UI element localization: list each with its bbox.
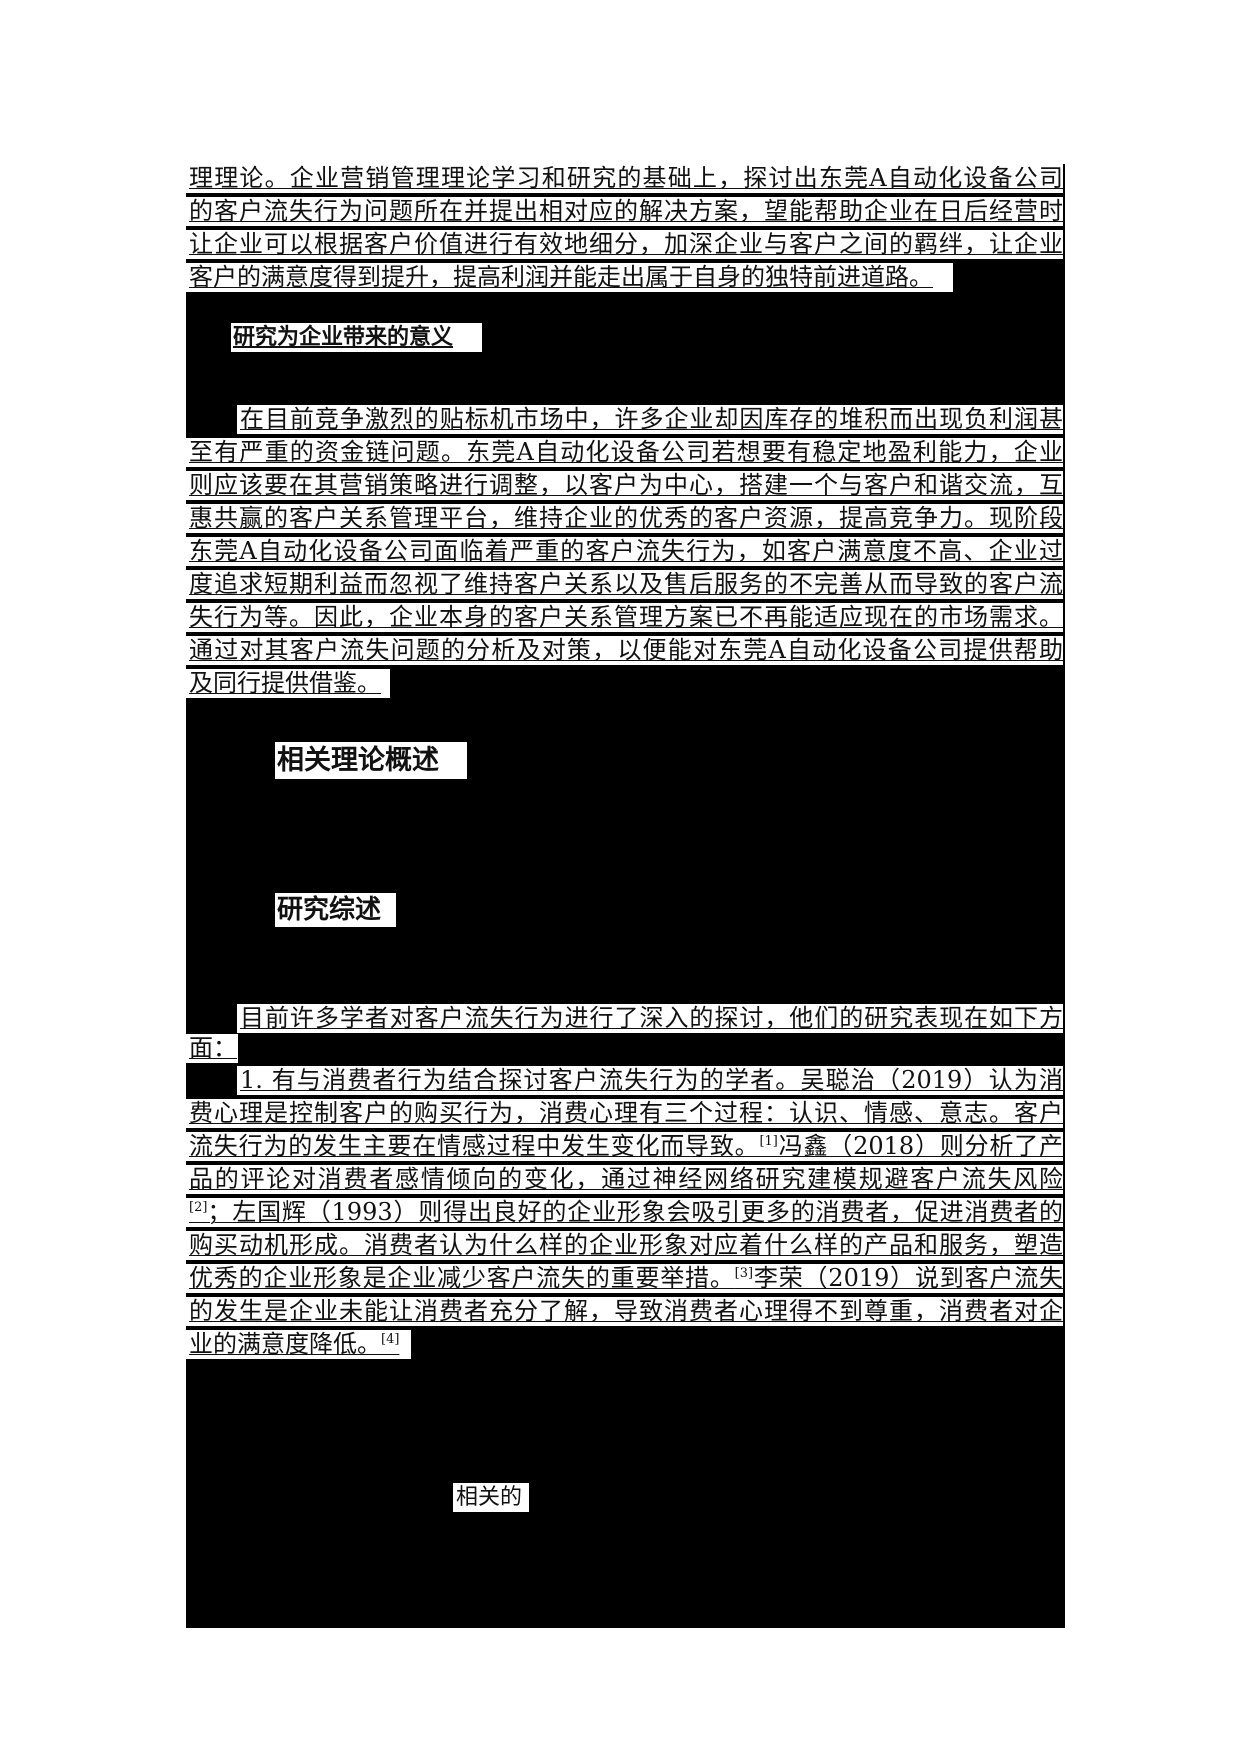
paragraph-line: 在目前竞争激烈的贴标机市场中，许多企业却因库存的堆积而出现负利润甚 <box>237 405 1063 434</box>
paragraph-line: 至有严重的资金链问题。东莞A自动化设备公司若想要有稳定地盈利能力，企业 <box>186 438 1063 467</box>
line-text: 李荣（2019）说到客户流失 <box>753 1264 1063 1292</box>
paragraph-line: 让企业可以根据客户价值进行有效地细分，加深企业与客户之间的羁绊，让企业 <box>186 230 1063 259</box>
paragraph-line: 理理论。企业营销管理理论学习和研究的基础上，探讨出东莞A自动化设备公司 <box>186 164 1063 193</box>
paragraph-line: 则应该要在其营销策略进行调整，以客户为中心，搭建一个与客户和谐交流，互 <box>186 471 1063 500</box>
citation-ref[interactable]: [4] <box>381 1332 400 1347</box>
line-text: ；左国辉（1993）则得出良好的企业形象会吸引更多的消费者，促进消费者的 <box>207 1198 1063 1226</box>
paragraph-line: 购买动机形成。消费者认为什么样的企业形象对应着什么样的产品和服务，塑造 <box>186 1231 1063 1260</box>
paragraph-line: 业的满意度降低。[4] <box>186 1330 411 1359</box>
citation-ref[interactable]: [1] <box>759 1134 778 1149</box>
line-text: 优秀的企业形象是企业减少客户流失的重要举措。 <box>189 1264 735 1292</box>
paragraph-line: 目前许多学者对客户流失行为进行了深入的探讨，他们的研究表现在如下方 <box>237 1004 1063 1033</box>
paragraph-line: 及同行提供借鉴。 <box>186 669 390 698</box>
section-heading-review: 研究综述 <box>275 893 396 927</box>
paragraph-line: 的发生是企业未能让消费者充分了解，导致消费者心理得不到尊重，消费者对企 <box>186 1297 1063 1326</box>
line-text: 冯鑫（2018）则分析了产 <box>777 1132 1063 1160</box>
line-text: 业的满意度降低。 <box>189 1330 381 1358</box>
paragraph-line: 1. 有与消费者行为结合探讨客户流失行为的学者。吴聪治（2019）认为消 <box>237 1066 1063 1095</box>
paragraph-line: 失行为等。因此，企业本身的客户关系管理方案已不再能适应现在的市场需求。 <box>186 603 1063 632</box>
chapter-heading-theory: 相关理论概述 <box>275 742 467 779</box>
paragraph-line: 优秀的企业形象是企业减少客户流失的重要举措。[3]李荣（2019）说到客户流失 <box>186 1264 1063 1293</box>
paragraph-line: 度追求短期利益而忽视了维持客户关系以及售后服务的不完善从而导致的客户流 <box>186 570 1063 599</box>
fragment-label: 相关的 <box>453 1483 529 1512</box>
paragraph-line: 通过对其客户流失问题的分析及对策，以便能对东莞A自动化设备公司提供帮助 <box>186 636 1063 665</box>
paragraph-line: 流失行为的发生主要在情感过程中发生变化而导致。[1]冯鑫（2018）则分析了产 <box>186 1132 1063 1161</box>
paragraph-line: 面： <box>186 1034 238 1063</box>
section-heading-significance: 研究为企业带来的意义 <box>231 323 482 352</box>
citation-ref[interactable]: [3] <box>734 1266 754 1281</box>
paragraph-line: [2]；左国辉（1993）则得出良好的企业形象会吸引更多的消费者，促进消费者的 <box>186 1198 1063 1227</box>
paragraph-line: 的客户流失行为问题所在并提出相对应的解决方案，望能帮助企业在日后经营时 <box>186 197 1063 226</box>
paragraph-line: 品的评论对消费者感情倾向的变化，通过神经网络研究建模规避客户流失风险 <box>186 1165 1063 1194</box>
paragraph-line: 费心理是控制客户的购买行为，消费心理有三个过程：认识、情感、意志。客户 <box>186 1099 1063 1128</box>
line-text: 流失行为的发生主要在情感过程中发生变化而导致。 <box>189 1132 760 1160</box>
paragraph-line: 东莞A自动化设备公司面临着严重的客户流失行为，如客户满意度不高、企业过 <box>186 537 1063 566</box>
citation-ref[interactable]: [2] <box>189 1200 208 1215</box>
paragraph-line: 客户的满意度得到提升，提高利润并能走出属于自身的独特前进道路。 <box>186 263 953 292</box>
paragraph-line: 惠共赢的客户关系管理平台，维持企业的优秀的客户资源，提高竞争力。现阶段 <box>186 504 1063 533</box>
